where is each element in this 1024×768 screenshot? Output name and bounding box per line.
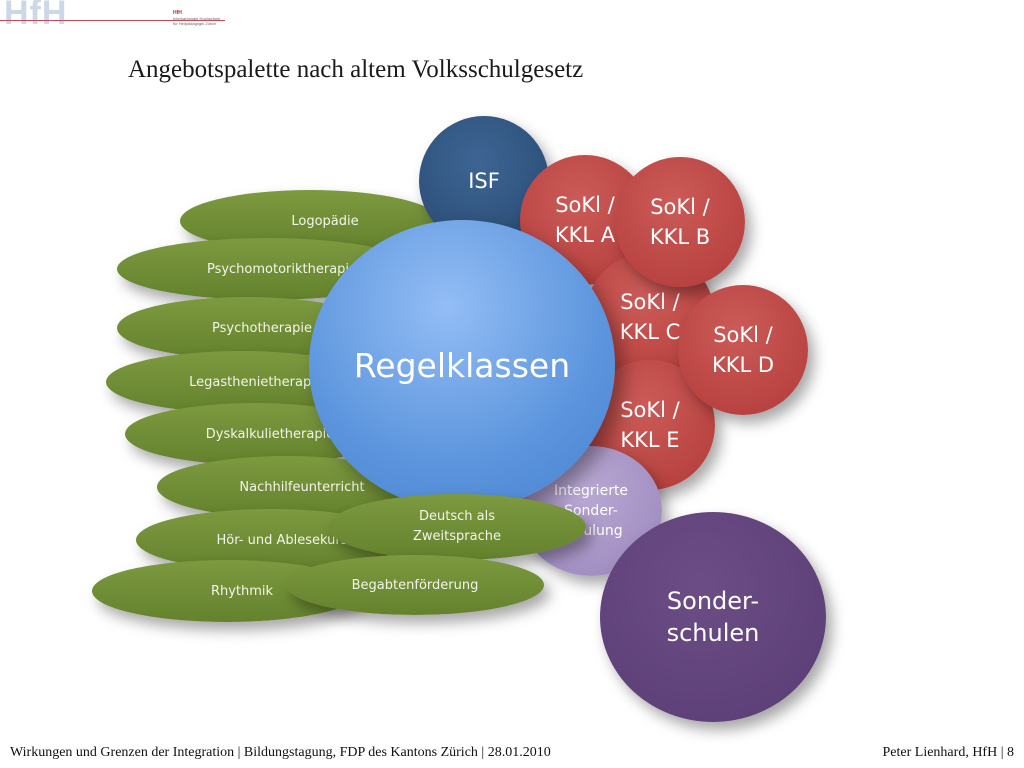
ellipse-deutsch-zweitsprache: Deutsch als Zweitsprache (328, 494, 586, 560)
logo-text: HfH Interkantonale Hochschule für Heilpä… (173, 10, 221, 27)
hfh-logo: HfH HfH Interkantonale Hochschule für He… (0, 0, 225, 32)
circle-sonderschulen: Sonder- schulen (600, 512, 826, 722)
logo-letters: HfH (4, 0, 68, 32)
footer-right: Peter Lienhard, HfH | 8 (882, 745, 1014, 760)
logo-line (0, 20, 225, 21)
ellipse-begabtenfoerderung: Begabtenförderung (286, 555, 544, 615)
circle-sokl-kkl-d: SoKl / KKL D (678, 285, 808, 415)
slide-title: Angebotspalette nach altem Volksschulges… (128, 56, 584, 83)
circle-regelklassen: Regelklassen (309, 220, 615, 510)
circle-sokl-kkl-b: SoKl / KKL B (615, 157, 745, 287)
footer-left: Wirkungen und Grenzen der Integration | … (10, 745, 551, 760)
